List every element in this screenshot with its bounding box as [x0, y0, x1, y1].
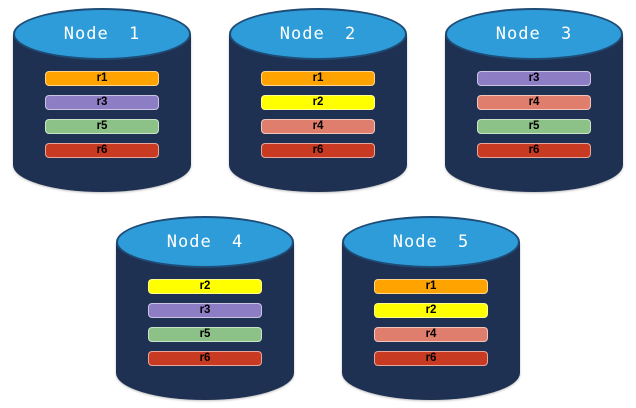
replica-bar-r5: r5 — [477, 119, 591, 134]
replica-bar-r6: r6 — [477, 143, 591, 158]
cylinder-top-ellipse: Node 1 — [13, 8, 191, 60]
node-title: Node 5 — [392, 232, 470, 252]
replica-bar-r6: r6 — [45, 143, 159, 158]
replica-bar-r1: r1 — [261, 71, 375, 86]
cylinder-top-ellipse: Node 5 — [342, 216, 520, 268]
database-node-5: Node 5 r1 r2 r4 r6 — [342, 216, 520, 400]
replica-bar-r2: r2 — [148, 279, 262, 294]
replica-bar-r6: r6 — [148, 351, 262, 366]
replica-bar-r6: r6 — [374, 351, 488, 366]
replica-bar-r4: r4 — [477, 95, 591, 110]
cylinder-top-ellipse: Node 3 — [445, 8, 623, 60]
cylinder-body — [342, 242, 520, 400]
replica-list: r1 r2 r4 r6 — [342, 279, 520, 366]
database-node-3: Node 3 r3 r4 r5 r6 — [445, 8, 623, 192]
replica-list: r3 r4 r5 r6 — [445, 71, 623, 158]
replica-bar-r3: r3 — [148, 303, 262, 318]
replica-bar-r5: r5 — [45, 119, 159, 134]
replica-bar-r4: r4 — [261, 119, 375, 134]
cylinder-top-ellipse: Node 4 — [116, 216, 294, 268]
cylinder-top-ellipse: Node 2 — [229, 8, 407, 60]
replica-bar-r5: r5 — [148, 327, 262, 342]
replica-bar-r2: r2 — [261, 95, 375, 110]
node-row-1: Node 1 r1 r3 r5 r6 Node 2 r1 r2 r4 r6 Node 3 r… — [0, 8, 636, 192]
replica-bar-r3: r3 — [477, 71, 591, 86]
database-node-1: Node 1 r1 r3 r5 r6 — [13, 8, 191, 192]
replica-list: r2 r3 r5 r6 — [116, 279, 294, 366]
cylinder-body — [116, 242, 294, 400]
replica-bar-r6: r6 — [261, 143, 375, 158]
replica-bar-r4: r4 — [374, 327, 488, 342]
replica-list: r1 r2 r4 r6 — [229, 71, 407, 158]
replica-bar-r1: r1 — [45, 71, 159, 86]
node-title: Node 3 — [495, 24, 573, 44]
node-title: Node 2 — [279, 24, 357, 44]
database-node-2: Node 2 r1 r2 r4 r6 — [229, 8, 407, 192]
node-title: Node 4 — [166, 232, 244, 252]
node-title: Node 1 — [63, 24, 141, 44]
cylinder-body — [13, 34, 191, 192]
replica-bar-r3: r3 — [45, 95, 159, 110]
cylinder-body — [445, 34, 623, 192]
cylinder-body — [229, 34, 407, 192]
replica-bar-r1: r1 — [374, 279, 488, 294]
database-node-4: Node 4 r2 r3 r5 r6 — [116, 216, 294, 400]
replica-list: r1 r3 r5 r6 — [13, 71, 191, 158]
replica-bar-r2: r2 — [374, 303, 488, 318]
node-row-2: Node 4 r2 r3 r5 r6 Node 5 r1 r2 r4 r6 — [0, 216, 636, 400]
